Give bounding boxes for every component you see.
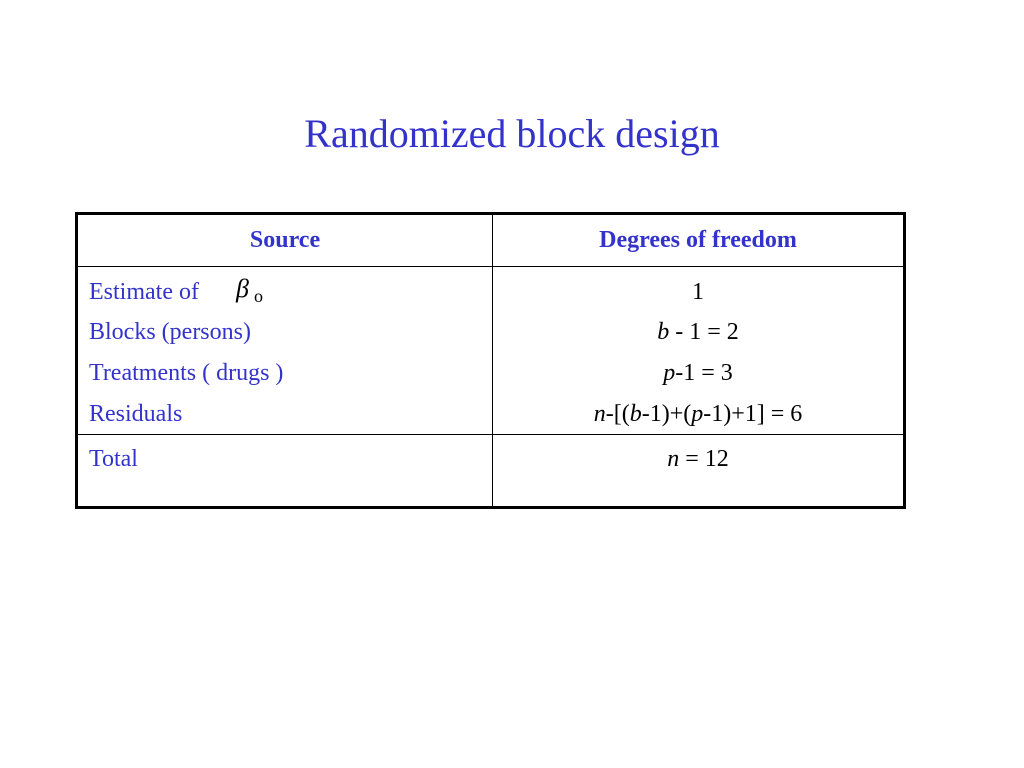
estimate-label: Estimate of: [89, 279, 199, 305]
beta-symbol: β: [236, 274, 249, 303]
header-divider: [78, 266, 903, 267]
blocks-label: Blocks (persons): [89, 319, 251, 345]
dof-header: Degrees of freedom: [599, 227, 797, 253]
degrees-of-freedom-table: Source Degrees of freedom Estimate of β …: [75, 212, 906, 509]
treatments-dof: p-1 = 3: [663, 360, 733, 386]
source-header: Source: [249, 227, 321, 253]
total-label: Total: [89, 446, 138, 472]
total-dof: n = 12: [667, 446, 729, 472]
estimate-dof: 1: [692, 279, 704, 305]
slide-title: Randomized block design: [304, 111, 720, 156]
total-divider: [78, 434, 903, 435]
column-divider: [492, 215, 493, 506]
treatments-label: Treatments ( drugs ): [89, 360, 284, 386]
beta-subscript: o: [254, 286, 263, 306]
blocks-dof: b - 1 = 2: [657, 319, 739, 345]
residuals-label: Residuals: [89, 401, 183, 427]
residuals-dof: n-[(b-1)+(p-1)+1] = 6: [593, 401, 803, 427]
